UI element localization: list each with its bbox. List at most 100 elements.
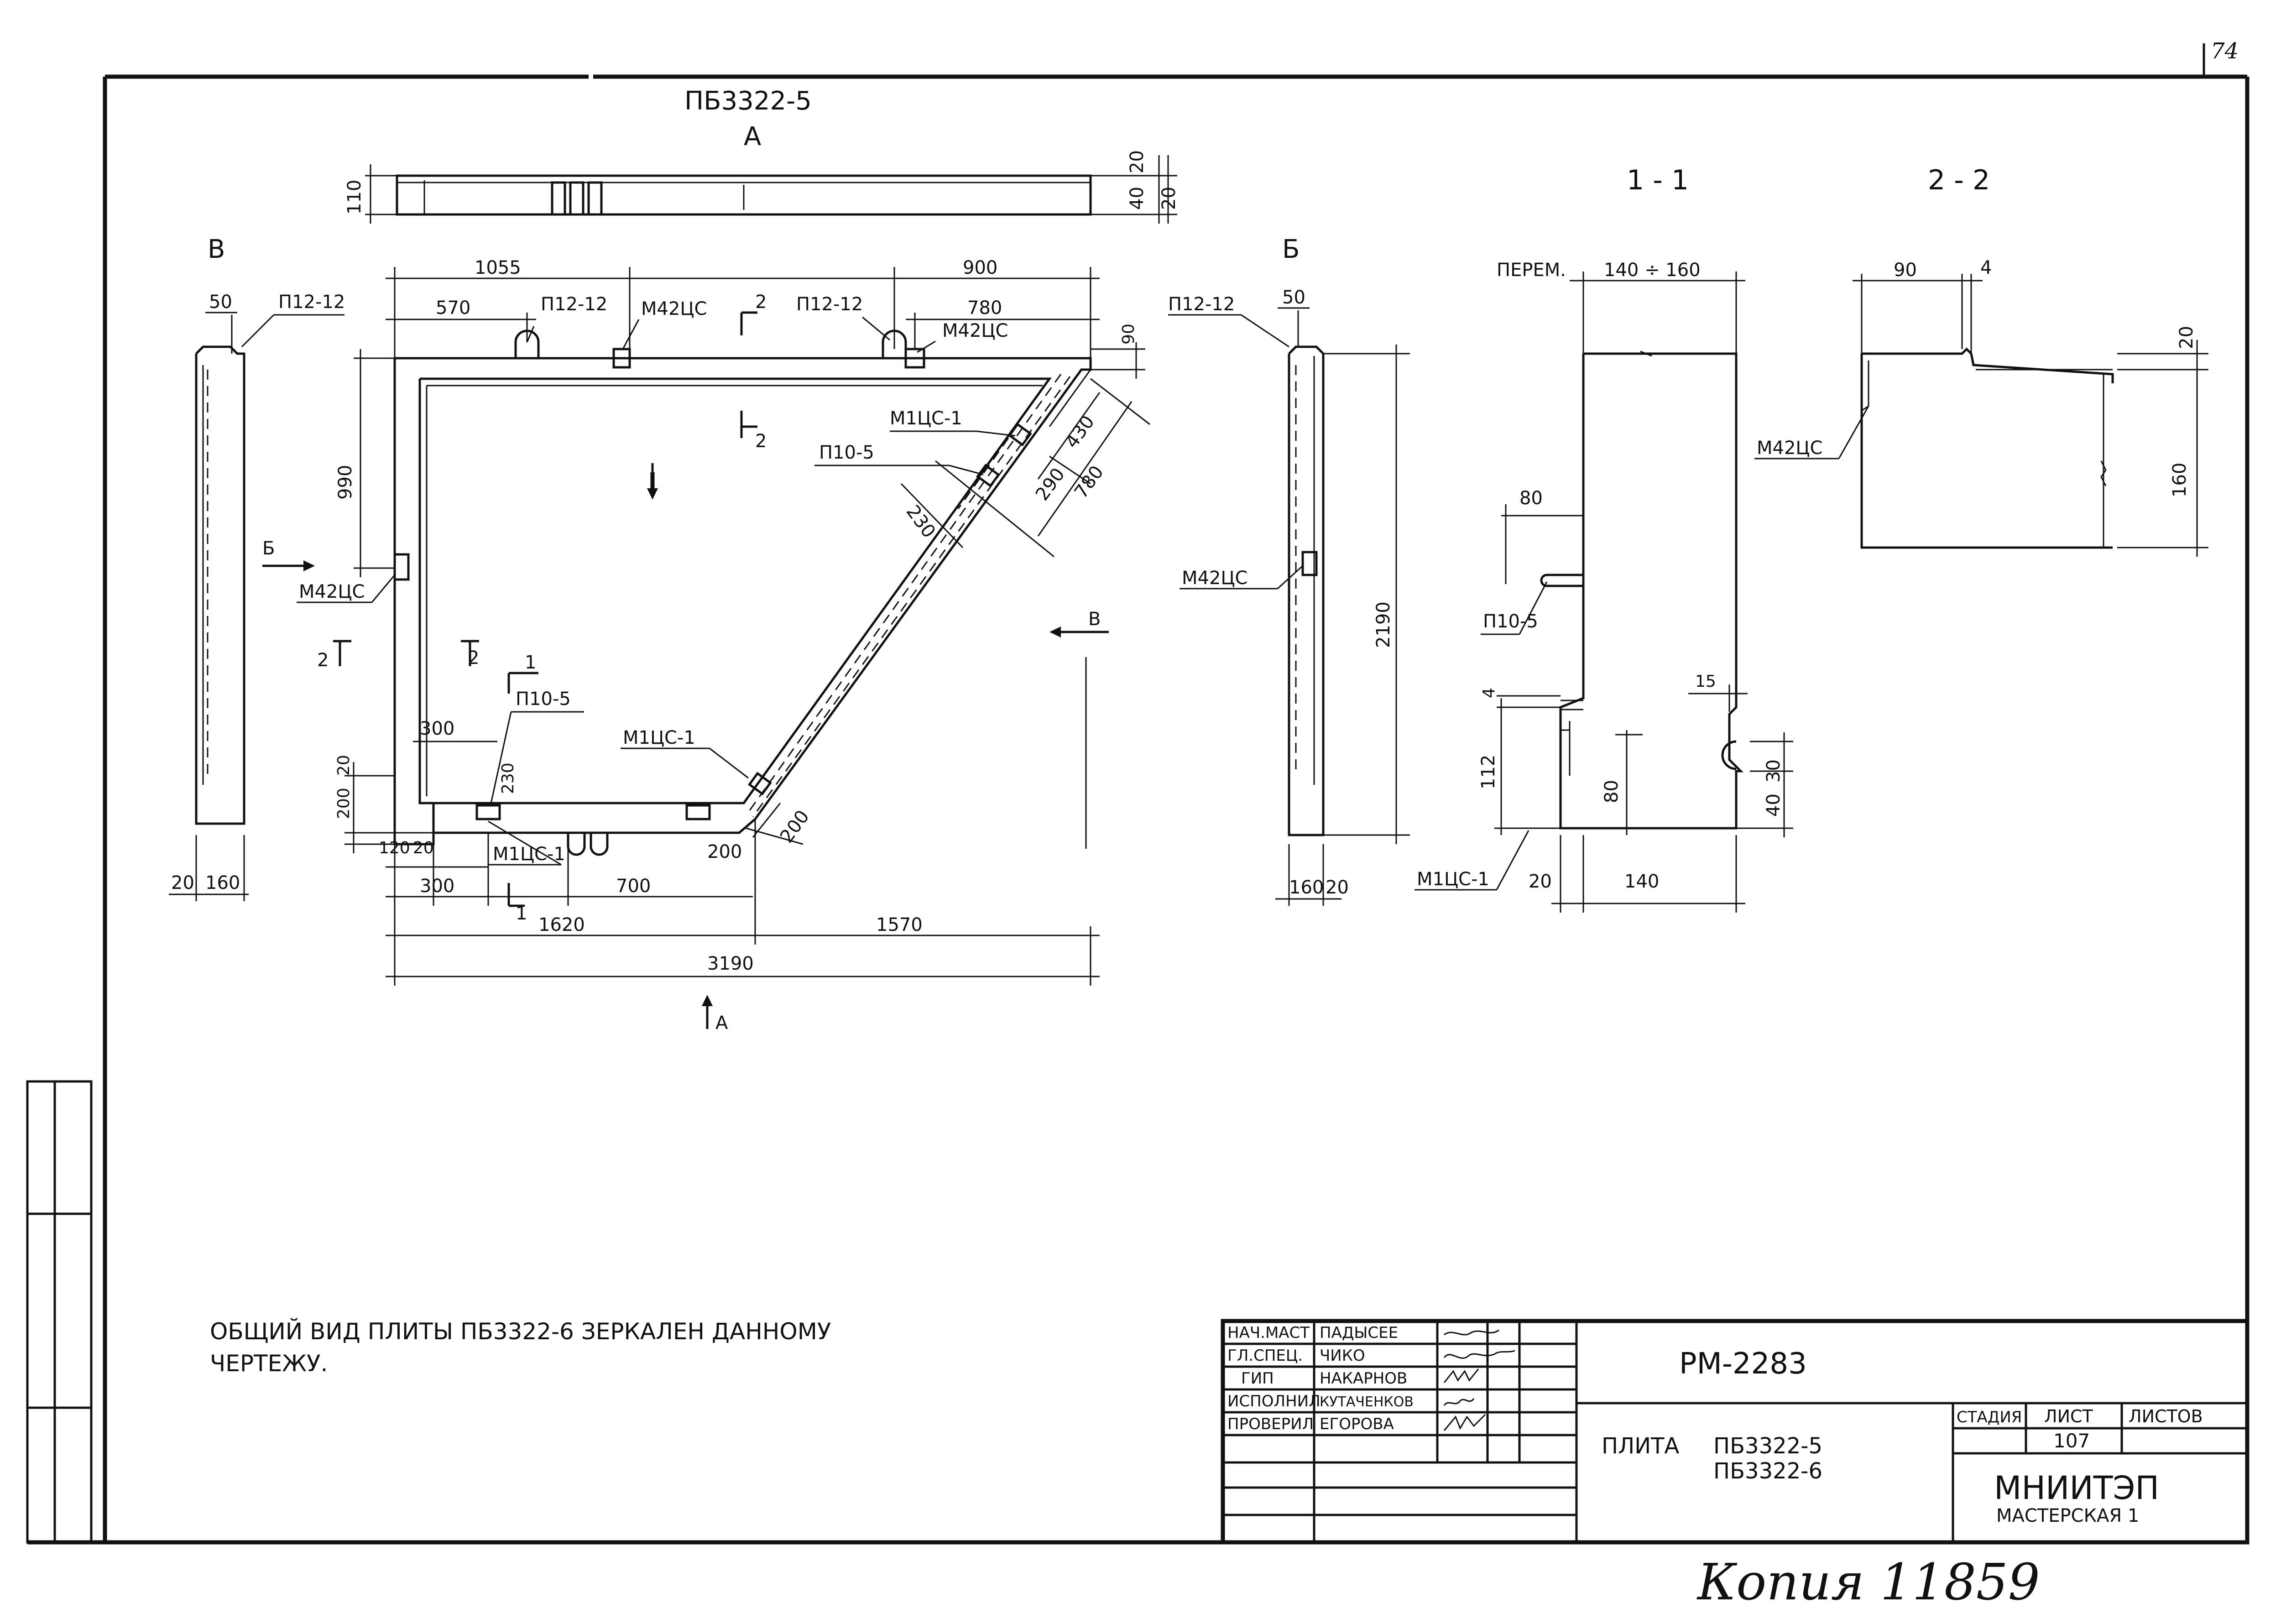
- drawing-title-mark: ПБ3322-5: [684, 86, 812, 116]
- section-mark-2-left: 2: [317, 650, 329, 671]
- dim-1620: 1620: [538, 914, 585, 935]
- dim-700: 700: [616, 876, 651, 897]
- dim-200-c: 200: [776, 806, 814, 847]
- dim-430: 430: [1061, 412, 1099, 452]
- doc-code: РМ-2283: [1679, 1347, 1807, 1381]
- org-name: МНИИТЭП: [1994, 1469, 2159, 1507]
- dim-v-50: 50: [209, 292, 232, 313]
- label-m42-b: М42ЦС: [942, 320, 1008, 341]
- label-perem: ПЕРЕМ.: [1497, 260, 1566, 281]
- label-p105-b: П10-5: [516, 689, 571, 710]
- col-sheets: ЛИСТОВ: [2129, 1406, 2203, 1426]
- view-b-arrow-label: Б: [262, 538, 275, 559]
- dim-1055: 1055: [475, 257, 521, 278]
- label-m1-c: М1ЦС-1: [493, 844, 565, 865]
- dim-230: 230: [902, 501, 940, 542]
- name-1: ЧИКО: [1320, 1347, 1365, 1365]
- dim-780-diag: 780: [1070, 462, 1108, 502]
- section-2-label: 2 - 2: [1928, 164, 1990, 196]
- dim-s2-20: 20: [2176, 326, 2197, 349]
- col-sheet: ЛИСТ: [2044, 1406, 2093, 1426]
- dim-s1-140: 140: [1624, 871, 1659, 892]
- sheet-number: 107: [2053, 1430, 2090, 1452]
- role-1: ГЛ.СПЕЦ.: [1227, 1347, 1303, 1365]
- dim-300-top: 300: [420, 718, 454, 739]
- label-m42-a: М42ЦС: [641, 298, 707, 319]
- role-0: НАЧ.МАСТ: [1227, 1324, 1310, 1342]
- plan-view: 1055 900 570 780 П12-12 М42ЦС П12-12 М42…: [262, 257, 1150, 1034]
- item-mark-1: ПБ3322-6: [1713, 1458, 1822, 1484]
- label-b-p1212: П12-12: [1168, 294, 1235, 315]
- name-3: КУТАЧЕНКОВ: [1320, 1394, 1414, 1410]
- dim-b-20: 20: [1326, 877, 1349, 898]
- dim-900: 900: [963, 257, 997, 278]
- name-0: ПАДЫСЕЕ: [1320, 1324, 1398, 1342]
- view-v-label: В: [208, 235, 225, 264]
- dim-s1-80b: 80: [1601, 780, 1622, 803]
- item-name: ПЛИТА: [1602, 1433, 1679, 1459]
- signature-2: [1443, 1368, 1479, 1383]
- dim-s2-90: 90: [1894, 260, 1917, 281]
- dim-s2-160: 160: [2169, 463, 2190, 497]
- dim-780: 780: [967, 298, 1002, 319]
- role-2: ГИП: [1241, 1369, 1274, 1388]
- item-mark-0: ПБ3322-5: [1713, 1433, 1822, 1459]
- section-2-2: 2 - 2 90 4 20 160 М42ЦС: [1754, 164, 2208, 557]
- dim-s1-15: 15: [1695, 672, 1716, 691]
- general-note: ОБЩИЙ ВИД ПЛИТЫ ПБ3322-6 ЗЕРКАЛЕН ДАННОМ…: [210, 1318, 831, 1377]
- label-p1212-a: П12-12: [541, 294, 607, 315]
- view-b: Б 50 П12-12 М42ЦС 2190 160 20: [1168, 235, 1410, 906]
- dim-s1-112: 112: [1478, 755, 1499, 789]
- signature-0: [1444, 1329, 1499, 1336]
- dim-v-20: 20: [171, 872, 194, 893]
- title-block: НАЧ.МАСТ ГЛ.СПЕЦ. ГИП ИСПОЛНИЛ ПРОВЕРИЛ …: [1221, 1319, 2250, 1545]
- view-a: А 20 40 20 110: [344, 122, 1180, 224]
- view-b-label: Б: [1282, 235, 1300, 264]
- section-mark-2-mid: 2: [755, 431, 767, 452]
- dim-s1-20: 20: [1529, 871, 1552, 892]
- name-2: НАКАРНОВ: [1320, 1369, 1407, 1388]
- view-v-arrow-label: В: [1088, 609, 1101, 630]
- signature-4: [1443, 1414, 1486, 1431]
- label-s1-m1: М1ЦС-1: [1417, 869, 1489, 890]
- dim-b-160: 160: [1289, 877, 1324, 898]
- label-p105-a: П10-5: [819, 442, 874, 463]
- dim-a-20b: 20: [1159, 187, 1180, 210]
- note-line-2: ЧЕРТЕЖУ.: [210, 1350, 328, 1377]
- role-3: ИСПОЛНИЛ: [1227, 1392, 1321, 1410]
- view-a-arrow-label: А: [715, 1013, 728, 1034]
- dim-1570: 1570: [876, 914, 923, 935]
- dim-90: 90: [1119, 324, 1138, 345]
- section-mark-2-top: 2: [755, 292, 767, 313]
- dim-a-110: 110: [344, 180, 365, 214]
- dim-s2-4: 4: [1980, 257, 1992, 278]
- dim-v-160: 160: [205, 872, 240, 893]
- dim-300-bottom: 300: [420, 876, 454, 897]
- dim-s1-4: 4: [1480, 688, 1498, 698]
- dim-b-50: 50: [1282, 287, 1305, 308]
- dim-b-2190: 2190: [1373, 601, 1394, 648]
- signature-3: [1443, 1398, 1475, 1406]
- dim-570: 570: [436, 298, 470, 319]
- section-mark-1-bottom: 1: [516, 903, 527, 924]
- copy-stamp: Копия 11859: [1696, 1553, 2040, 1611]
- label-m42-c: М42ЦС: [299, 581, 365, 602]
- role-4: ПРОВЕРИЛ: [1227, 1415, 1314, 1433]
- label-v-p1212: П12-12: [278, 292, 345, 313]
- dim-20-a: 20: [334, 755, 353, 776]
- label-s1-p105: П10-5: [1483, 611, 1538, 632]
- name-4: ЕГОРОВА: [1320, 1415, 1394, 1433]
- dim-a-20: 20: [1127, 150, 1148, 173]
- dim-s1-40: 40: [1763, 794, 1784, 817]
- view-v: В 50 П12-12 20 160: [169, 235, 345, 901]
- sheet-frame: 74: [26, 38, 2250, 1545]
- view-a-label: А: [744, 122, 761, 151]
- section-1-1: 1 - 1 ПЕРЕМ. 140 ÷ 160 80 П10-5 4 15 112…: [1415, 164, 1793, 913]
- dim-990: 990: [335, 465, 356, 500]
- dim-s1-80: 80: [1519, 488, 1543, 509]
- note-line-1: ОБЩИЙ ВИД ПЛИТЫ ПБ3322-6 ЗЕРКАЛЕН ДАННОМ…: [210, 1318, 831, 1345]
- corner-mark: 74: [2211, 38, 2239, 64]
- section-mark-1-top: 1: [525, 652, 536, 673]
- dim-20-b: 20: [413, 839, 434, 857]
